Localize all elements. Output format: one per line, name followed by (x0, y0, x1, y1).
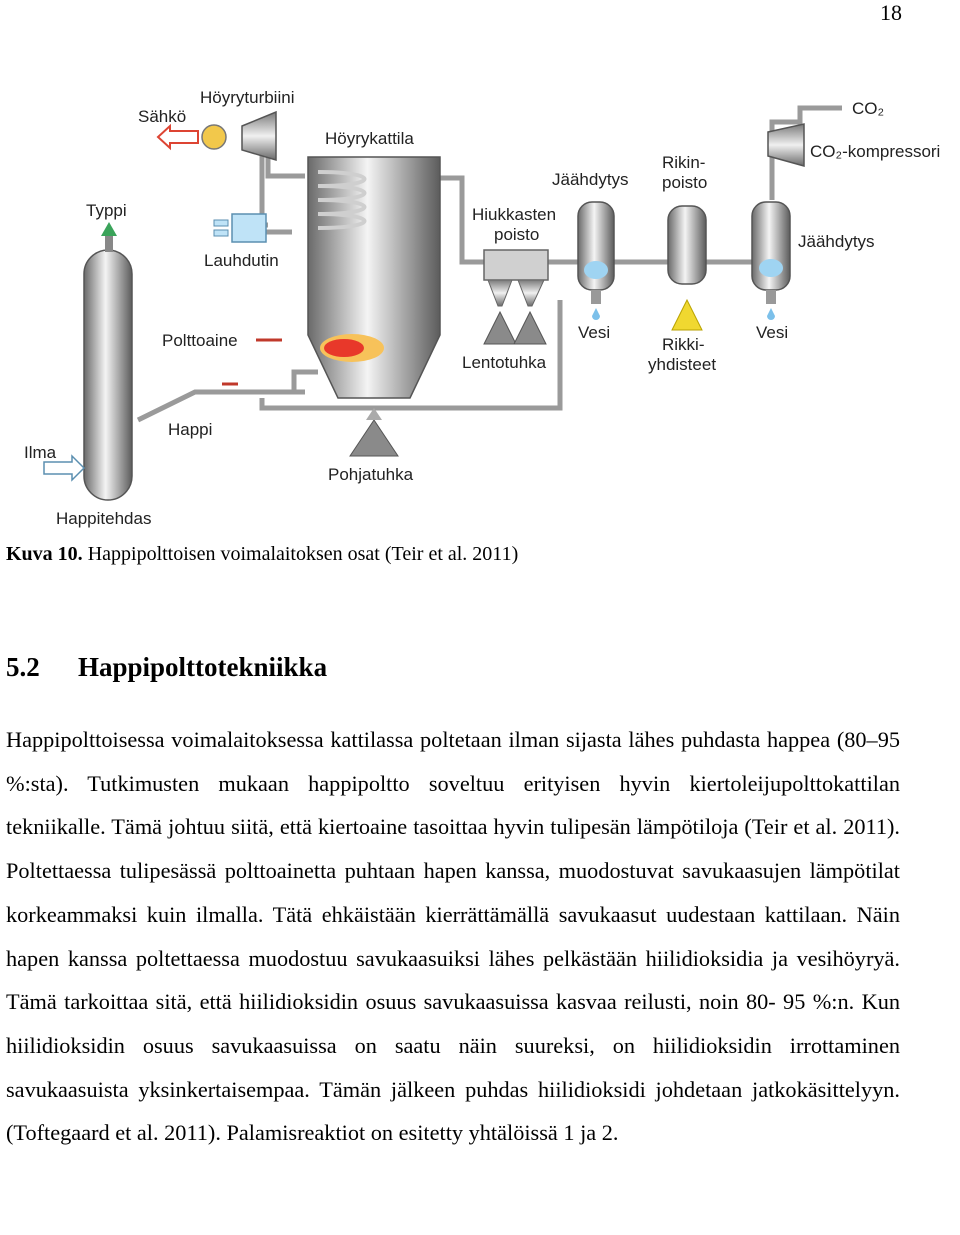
oxyfuel-plant-diagram: Sähkö Höyryturbiini Höyrykattila Typpi L… (24, 88, 940, 528)
label-sahko: Sähkö (138, 107, 186, 126)
condenser (231, 213, 267, 243)
label-co2-kompressori: CO₂-kompressori (810, 142, 940, 161)
co2-compressor (767, 123, 805, 167)
section-number: 5.2 (6, 652, 40, 682)
label-rikki: Rikki- (662, 335, 705, 354)
label-poisto-2: poisto (662, 173, 707, 192)
water-icon (584, 261, 608, 279)
section-title: Happipolttotekniikka (78, 652, 328, 682)
electricity-arrow-icon (156, 123, 199, 151)
figure-caption: Kuva 10. Happipolttoisen voimalaitoksen … (6, 543, 518, 566)
fly-ash-pile (483, 310, 517, 345)
desulphurisation-unit (667, 205, 707, 285)
label-vesi-1: Vesi (578, 323, 610, 342)
air-separation-unit (83, 249, 133, 501)
label-jaahdytys-2: Jäähdytys (798, 232, 875, 251)
nitrogen-arrow-icon (101, 222, 117, 236)
steam-boiler (307, 156, 441, 399)
generator-icon (201, 124, 227, 150)
pipes (136, 105, 842, 423)
caption-text: Happipolttoisen voimalaitoksen osat (Tei… (82, 543, 519, 565)
caption-label: Kuva 10. (6, 543, 83, 565)
boiler-tubes (317, 170, 367, 230)
label-pohjatuhka: Pohjatuhka (328, 465, 414, 484)
page-number: 18 (880, 0, 902, 25)
label-yhdisteet: yhdisteet (648, 355, 716, 374)
label-co2: CO₂ (852, 99, 884, 118)
label-happi: Happi (168, 420, 212, 439)
sulphur-compounds-pile (671, 298, 703, 331)
process-diagram: Sähkö Höyryturbiini Höyrykattila Typpi L… (0, 80, 960, 535)
section-heading: 5.2 Happipolttotekniikka (6, 652, 327, 683)
label-happitehdas: Happitehdas (56, 509, 151, 528)
label-lentotuhka: Lentotuhka (462, 353, 547, 372)
label-poisto-1: poisto (494, 225, 539, 244)
label-vesi-2: Vesi (756, 323, 788, 342)
label-lauhdutin: Lauhdutin (204, 251, 279, 270)
air-arrow-icon (43, 454, 86, 482)
label-jaahdytys-1: Jäähdytys (552, 170, 629, 189)
body-paragraph: Happipolttoisessa voimalaitoksessa katti… (6, 727, 900, 1146)
label-polttoaine: Polttoaine (162, 331, 238, 350)
label-typpi: Typpi (86, 201, 127, 220)
bottom-ash-pile (349, 419, 399, 457)
label-hoyryturbiini: Höyryturbiini (200, 88, 294, 107)
steam-turbine (241, 110, 277, 162)
label-rikin: Rikin- (662, 153, 705, 172)
particle-filter (483, 249, 549, 281)
label-hiukkasten: Hiukkasten (472, 205, 556, 224)
label-ilma: Ilma (24, 443, 57, 462)
label-hoyrykattila: Höyrykattila (325, 129, 414, 148)
